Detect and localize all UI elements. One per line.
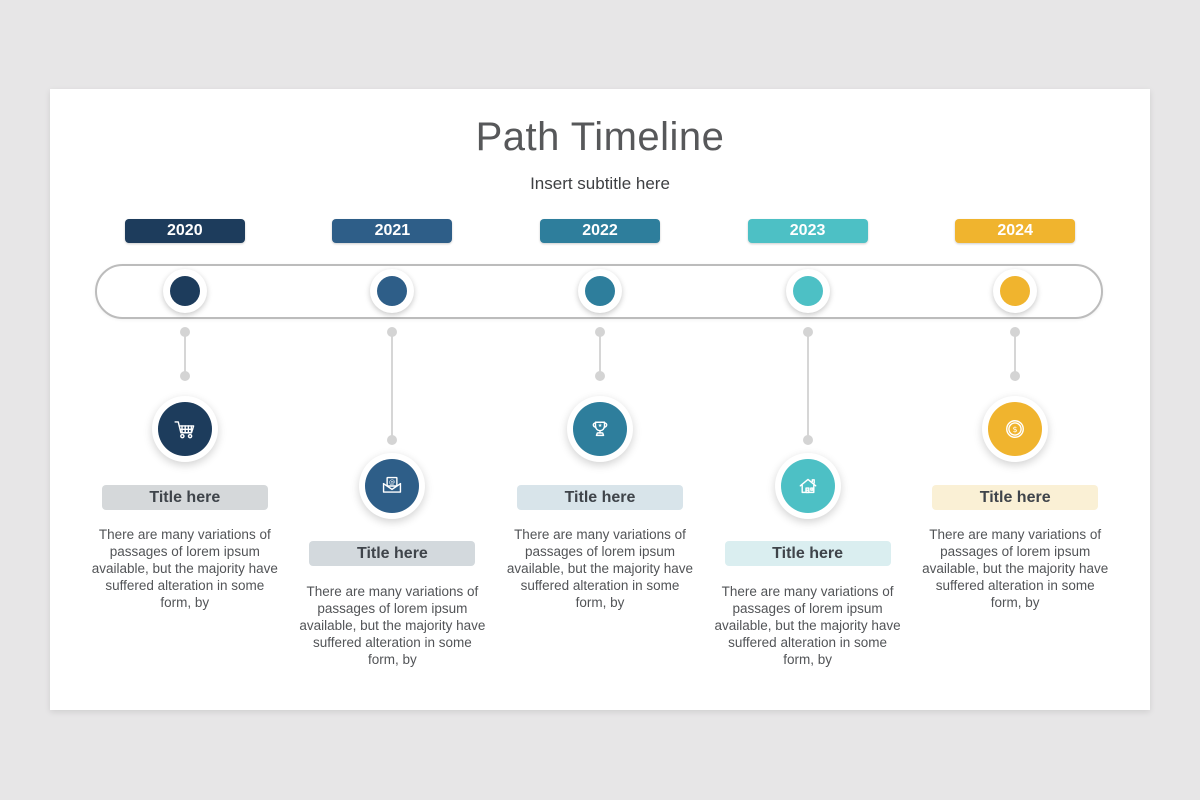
milestone-title: Title here	[309, 541, 476, 566]
milestone-description: There are many variations of passages of…	[91, 527, 278, 610]
timeline-columns: 2020 Title he	[81, 89, 1119, 710]
milestone-title: Title here	[932, 485, 1099, 510]
timeline-dot	[162, 269, 207, 313]
milestone-description: There are many variations of passages of…	[506, 527, 694, 610]
svg-text:@: @	[389, 478, 395, 486]
timeline-dot-core	[377, 276, 408, 306]
connector-line	[391, 331, 394, 441]
slide-header: Path Timeline Insert subtitle here	[50, 89, 1150, 194]
milestone-title: Title here	[516, 485, 683, 510]
milestone-description: There are many variations of passages of…	[714, 584, 901, 667]
milestone-icon-circle: $	[982, 396, 1049, 462]
svg-text:★: ★	[598, 423, 603, 429]
milestone-2022: 2022 ★	[496, 89, 704, 710]
connector-line	[183, 331, 186, 377]
year-badge: 2023	[747, 219, 868, 243]
milestone-2020: 2020 Title he	[81, 89, 289, 710]
timeline-dot	[370, 269, 415, 313]
connector-line	[598, 331, 601, 377]
year-badge: 2020	[124, 219, 245, 243]
timeline-dot	[993, 269, 1038, 313]
milestone-2024: 2024 $ Title here There are many var	[911, 89, 1119, 710]
timeline-dot-core	[792, 276, 823, 306]
home-icon	[780, 459, 835, 513]
milestone-title: Title here	[101, 485, 268, 510]
milestone-icon-circle: @	[359, 453, 426, 519]
svg-text:$: $	[1013, 425, 1018, 434]
milestone-description: There are many variations of passages of…	[922, 527, 1109, 610]
milestone-title: Title here	[724, 541, 891, 566]
milestone-icon-circle	[151, 396, 218, 462]
timeline-dot-core	[1000, 276, 1031, 306]
shopping-cart-icon	[157, 402, 212, 456]
timeline-dot-core	[584, 276, 615, 306]
milestone-description: There are many variations of passages of…	[299, 584, 486, 667]
milestone-icon-circle: ★	[566, 396, 633, 462]
milestone-2021: 2021 @ Title here The	[289, 89, 497, 710]
dollar-coin-icon: $	[988, 402, 1043, 456]
trophy-icon: ★	[572, 402, 627, 456]
timeline-dot	[785, 269, 830, 313]
timeline-dot-core	[169, 276, 200, 306]
milestone-2023: 2023	[704, 89, 912, 710]
milestone-icon-circle	[774, 453, 841, 519]
year-badge: 2024	[955, 219, 1076, 243]
email-icon: @	[365, 459, 420, 513]
connector-line	[1014, 331, 1017, 377]
page-subtitle: Insert subtitle here	[530, 174, 670, 193]
slide: Path Timeline Insert subtitle here 2020	[50, 89, 1150, 710]
year-badge: 2022	[539, 219, 660, 243]
connector-line	[806, 331, 809, 441]
page-title: Path Timeline	[475, 115, 725, 159]
timeline-dot	[577, 269, 622, 313]
year-badge: 2021	[332, 219, 453, 243]
